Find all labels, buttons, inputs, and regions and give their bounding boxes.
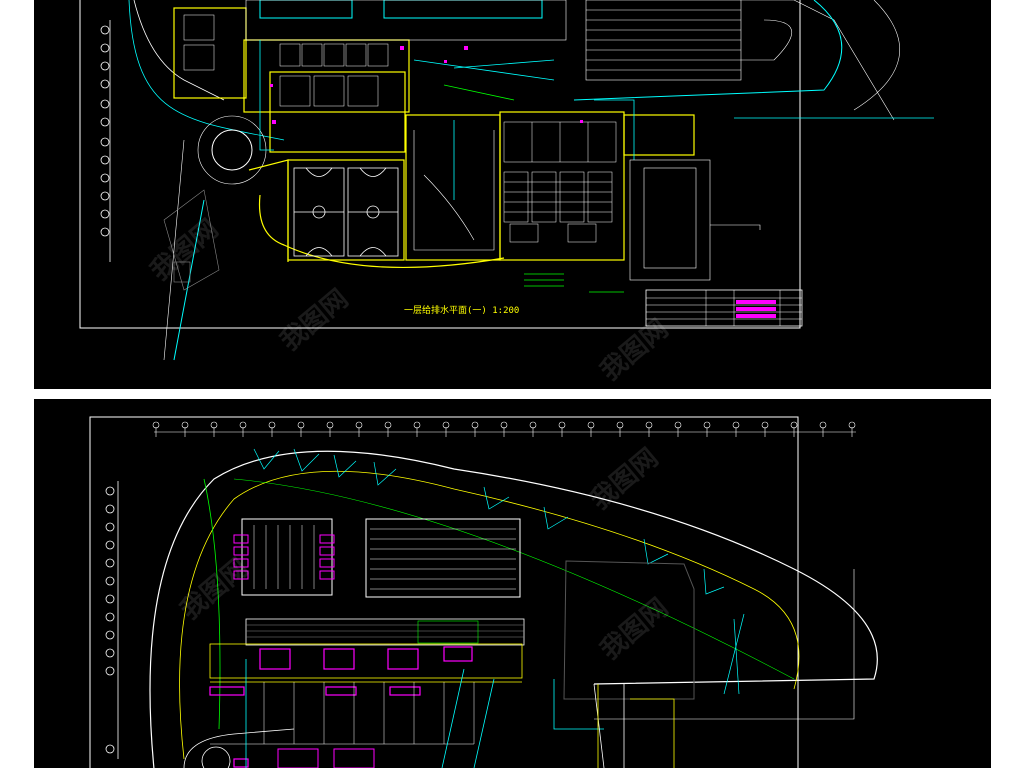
title-block xyxy=(645,289,803,327)
roundabout xyxy=(211,129,253,171)
axis-bubble xyxy=(181,421,189,429)
axis-bubble xyxy=(674,421,682,429)
drawing-frame xyxy=(79,0,801,329)
axis-bubble xyxy=(761,421,769,429)
axis-bubble xyxy=(500,421,508,429)
axis-bubble xyxy=(848,421,856,429)
plumbing-fixtures xyxy=(209,646,473,768)
plumbing-fixtures xyxy=(270,46,583,124)
axis-bubble xyxy=(645,421,653,429)
adjacent-building xyxy=(563,560,695,700)
axis-bubble xyxy=(442,421,450,429)
axis-bubble xyxy=(471,421,479,429)
axis-bubble xyxy=(297,421,305,429)
axis-bubble xyxy=(529,421,537,429)
floor-plan-top xyxy=(79,0,934,361)
seating-stripe xyxy=(245,618,525,646)
pool-left xyxy=(259,0,353,19)
building-walls xyxy=(173,7,695,269)
axis-bubble xyxy=(384,421,392,429)
axis-bubble xyxy=(703,421,711,429)
pool-right xyxy=(383,0,543,19)
bleachers xyxy=(585,0,895,121)
drawing-panel-bottom: 我图网 我图网 我图网 xyxy=(34,399,991,768)
axis-bubble xyxy=(268,421,276,429)
plan-title-label: 一层给排水平面(一) 1:200 xyxy=(404,306,520,316)
pool-left xyxy=(233,518,335,596)
pool-right xyxy=(365,518,521,598)
pipe-runs xyxy=(245,659,604,768)
axis-ticks xyxy=(152,421,856,437)
axis-bubble xyxy=(616,421,624,429)
axis-bubble xyxy=(355,421,363,429)
locker-rooms xyxy=(503,121,617,243)
drawing-frame xyxy=(89,416,799,768)
basketball-courts xyxy=(293,167,399,257)
axis-bubble xyxy=(326,421,334,429)
axis-bubble xyxy=(210,421,218,429)
floor-plan-bottom xyxy=(89,416,878,768)
grid-axis-bubbles xyxy=(100,20,111,262)
axis-bubble xyxy=(819,421,827,429)
axis-bubble xyxy=(587,421,595,429)
axis-bubble xyxy=(413,421,421,429)
axis-bubble xyxy=(558,421,566,429)
axis-bubble xyxy=(790,421,798,429)
axis-bubble xyxy=(239,421,247,429)
grid-axis-bubbles xyxy=(105,481,119,759)
axis-bubble xyxy=(152,421,160,429)
roof-outline xyxy=(149,450,878,768)
drawing-panel-top: 一层给排水平面(一) 1:200 我图网 我图网 我图网 xyxy=(34,0,991,389)
axis-bubble xyxy=(732,421,740,429)
pipe-runs xyxy=(259,40,635,200)
